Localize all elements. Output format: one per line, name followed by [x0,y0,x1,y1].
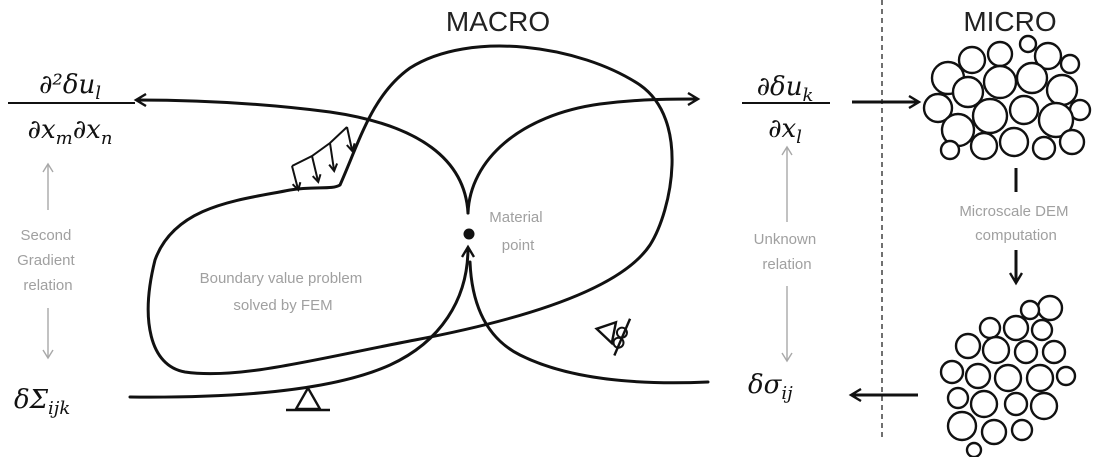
micro-heading: MICRO [963,6,1056,37]
particle-assembly-deformed [939,294,1077,457]
macro-heading: MACRO [446,6,550,37]
svg-text:∂δuk: ∂δuk [757,72,814,106]
dem-label: Microscale DEM computation [959,203,1072,244]
curve-from-macro-stress [128,248,468,399]
material-point-label: Material point [489,209,547,254]
svg-text:∂xm∂xn: ∂xm∂xn [28,115,113,149]
micro-stress-term: δσij [748,370,793,404]
bvp-label: Boundary value problem solved by FEM [200,270,367,314]
particle-assembly-initial [922,34,1092,161]
boundary-domain [146,44,674,376]
unknown-relation-label: Unknown relation [754,231,821,273]
traction-load-icon [291,126,352,189]
second-gradient-label: Second Gradient relation [17,227,79,294]
pin-support-icon [286,385,330,412]
curve-from-micro-stress [468,260,710,385]
first-gradient-term: ∂δuk ∂xl [742,72,830,148]
macro-stress-term: δΣijk [14,385,70,419]
roller-support-icon [594,318,632,356]
curve-to-second-gradient [137,100,470,215]
svg-text:∂xl: ∂xl [768,114,802,148]
svg-text:∂²δul: ∂²δul [39,70,101,104]
curve-to-first-gradient [466,99,697,215]
material-point-dot [463,228,475,240]
second-gradient-term: ∂²δul ∂xm∂xn [8,70,135,149]
